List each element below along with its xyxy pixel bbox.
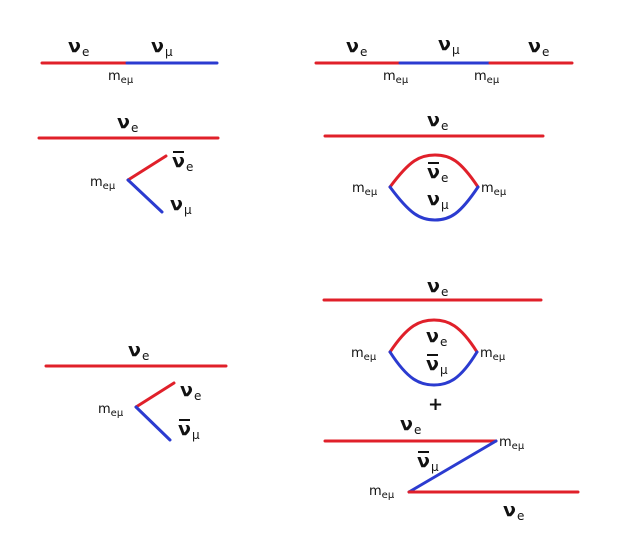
nu-e-bar-line [126, 154, 168, 182]
nu-e-label: νe [427, 275, 448, 299]
nu-e-label: νe [400, 413, 421, 437]
mass-label: meμ [352, 181, 378, 198]
nu-e-label: νe [426, 325, 447, 349]
nu-mu-label: νμ [438, 33, 460, 57]
mass-label: meμ [351, 346, 377, 363]
mass-label: meμ [369, 484, 395, 501]
nu-mu-bar-line [407, 439, 498, 494]
mass-label: meμ [474, 69, 500, 86]
nu-mu-line [126, 178, 164, 214]
nu-e-label: νe [68, 35, 89, 59]
nu-e-label: νe [503, 499, 524, 523]
diagram-vertex-pair-1: νe meμ νe νμ [37, 111, 220, 217]
diagram-oscillation-single: νe νμ meμ [40, 35, 219, 86]
nu-e-label: νe [128, 339, 149, 363]
diagram-vertex-pair-2: νe meμ νe νμ [44, 339, 228, 442]
nu-e-label: νe [346, 35, 367, 59]
nu-mu-bar-line [134, 405, 172, 442]
nu-e-label: νe [180, 379, 201, 403]
nu-e-label: νe [117, 111, 138, 135]
nu-mu-bar-label: νμ [426, 353, 448, 377]
diagram-z-exchange: νe meμ νμ meμ νe [323, 413, 580, 523]
diagram-loop-2: νe meμ meμ νe νμ [322, 275, 543, 387]
plus-sign: + [428, 394, 443, 415]
nu-e-line [134, 381, 176, 409]
diagram-oscillation-double: νe νμ νe meμ meμ [314, 33, 574, 86]
nu-e-label: νe [528, 35, 549, 59]
loop-nu-e-bar [388, 153, 480, 189]
diagram-loop-1: νe meμ meμ νe νμ [323, 109, 545, 222]
loop-nu-e [388, 318, 479, 354]
nu-mu-bar-label: νμ [417, 450, 439, 474]
mass-label: meμ [383, 69, 409, 86]
mass-label: meμ [98, 402, 124, 419]
loop-nu-mu-bar [388, 350, 479, 387]
nu-e-bar-label: νe [427, 161, 448, 185]
mass-label: meμ [481, 181, 507, 198]
mass-label: meμ [499, 435, 525, 452]
mass-label: meμ [108, 69, 134, 86]
nu-e-bar-label: νe [172, 150, 193, 174]
mass-label: meμ [480, 346, 506, 363]
loop-nu-mu [388, 185, 480, 222]
nu-mu-label: νμ [427, 188, 449, 212]
mass-label: meμ [90, 175, 116, 192]
nu-mu-label: νμ [170, 193, 192, 217]
nu-mu-bar-label: νμ [178, 418, 200, 442]
nu-mu-label: νμ [151, 35, 173, 59]
nu-e-label: νe [427, 109, 448, 133]
